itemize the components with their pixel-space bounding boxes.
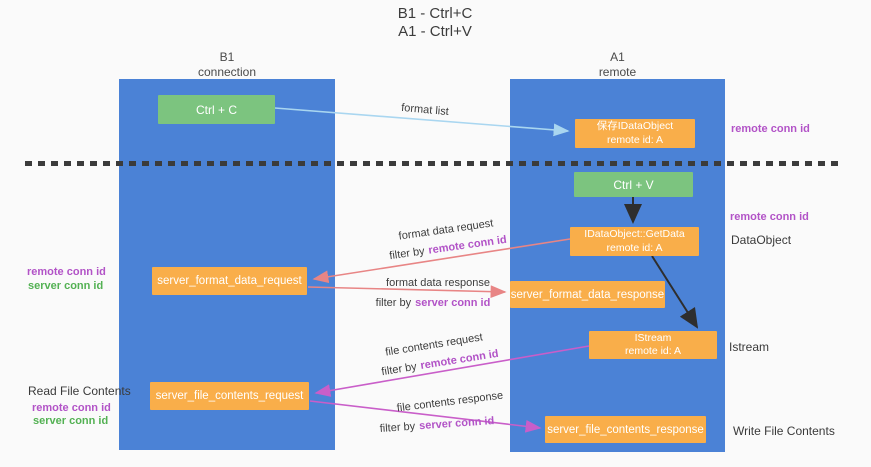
idataobject-getdata-box: IDataObject::GetData remote id: A [570, 227, 699, 256]
ctrl-c-box: Ctrl + C [158, 95, 275, 124]
page-title: B1 - Ctrl+C A1 - Ctrl+V [350, 5, 520, 40]
filter-by-text-2: filter by [375, 297, 412, 309]
server-file-contents-response-label: server_file_contents_response [547, 423, 704, 436]
lane-a1-subtitle: remote [598, 65, 637, 79]
server-file-contents-request-label: server_file_contents_request [155, 390, 304, 402]
remote-conn-id-label-top-right: remote conn id [731, 123, 810, 135]
istream-line1: IStream [634, 331, 672, 344]
dataobject-label: DataObject [731, 233, 792, 247]
title-line2: A1 - Ctrl+V [398, 22, 472, 40]
server-conn-id-inline-2: server conn id [415, 297, 491, 309]
format-list-label: format list [400, 101, 450, 119]
server-format-data-response-box: server_format_data_response [510, 281, 665, 308]
format-data-response-filter-label: filter by server conn id [376, 297, 491, 309]
istream-line2: remote id: A [624, 345, 682, 357]
lane-b1-subtitle: connection [197, 65, 257, 79]
istream-side-label: Istream [729, 340, 770, 354]
remote-conn-id-label-mid-right: remote conn id [730, 211, 809, 223]
file-contents-response-label: file contents response [396, 389, 504, 415]
ctrl-v-box: Ctrl + V [574, 172, 693, 197]
left-server-conn-id-label-2: server conn id [33, 415, 109, 427]
lane-b1-title: B1 [219, 50, 235, 64]
server-file-contents-response-box: server_file_contents_response [545, 416, 706, 443]
save-idataobject-line1: 保存IDataObject [596, 120, 674, 133]
left-server-conn-id-label-1: server conn id [28, 280, 104, 292]
filter-by-text-3: filter by [380, 360, 418, 379]
remote-conn-id-inline-1: remote conn id [427, 233, 508, 257]
ctrl-v-label: Ctrl + V [613, 177, 654, 192]
ctrl-c-label: Ctrl + C [195, 102, 237, 117]
save-idataobject-line2: remote id: A [606, 133, 664, 146]
left-remote-conn-id-label-1: remote conn id [27, 266, 106, 278]
write-file-contents-label: Write File Contents [733, 424, 835, 438]
save-idataobject-box: 保存IDataObject remote id: A [575, 119, 695, 148]
istream-box: IStream remote id: A [589, 331, 717, 359]
lane-header-a1: A1 remote [510, 50, 725, 80]
format-data-response-label: format data response [386, 277, 490, 289]
getdata-line2: remote id: A [606, 241, 663, 254]
server-conn-id-inline-4: server conn id [418, 415, 495, 433]
server-format-data-request-box: server_format_data_request [152, 267, 307, 295]
filter-by-text-4: filter by [379, 420, 416, 435]
filter-by-text-1: filter by [388, 245, 426, 263]
server-format-data-response-label: server_format_data_response [510, 288, 665, 301]
server-file-contents-request-box: server_file_contents_request [150, 382, 309, 410]
left-remote-conn-id-label-2: remote conn id [32, 402, 111, 414]
getdata-line1: IDataObject::GetData [584, 228, 685, 241]
read-file-contents-label: Read File Contents [28, 384, 131, 398]
lane-a1-title: A1 [610, 50, 625, 64]
file-contents-response-filter-label: filter by server conn id [379, 415, 494, 435]
server-format-data-request-label: server_format_data_request [157, 275, 302, 287]
title-line1: B1 - Ctrl+C [397, 5, 473, 22]
lane-header-b1: B1 connection [119, 50, 335, 80]
session-divider-dashed-line [25, 161, 838, 166]
